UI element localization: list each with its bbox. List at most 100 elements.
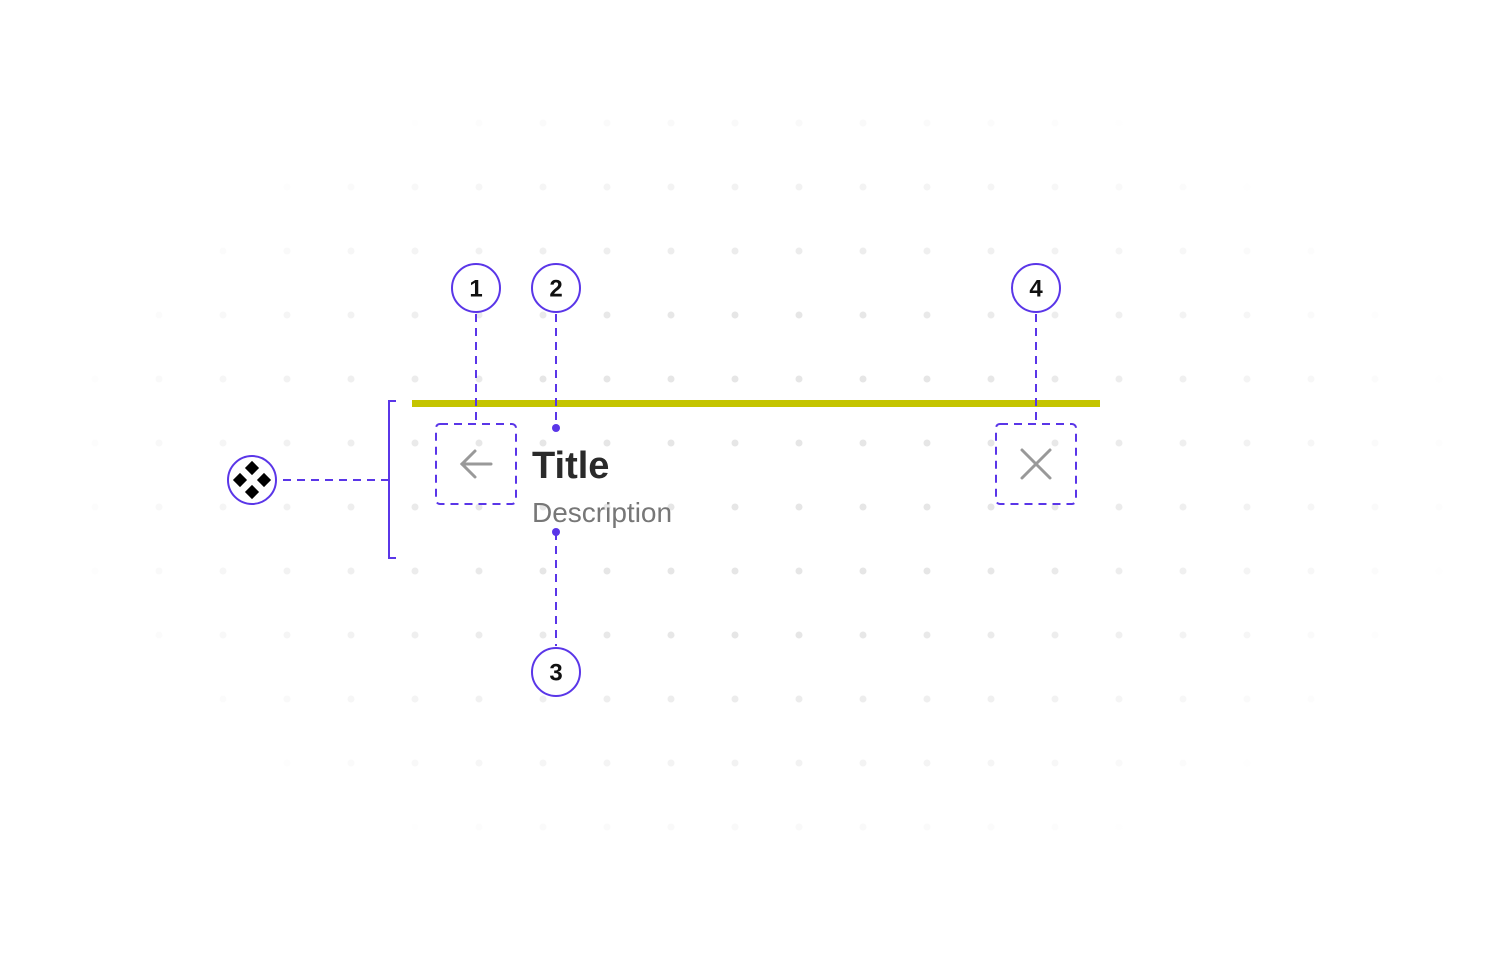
grid-dot [795,823,803,831]
grid-dot [91,567,99,575]
grid-dot [795,631,803,639]
grid-dot [667,823,675,831]
grid-dot [923,375,931,383]
grid-dot [1179,375,1187,383]
grid-dot [667,503,675,511]
grid-dot [1179,439,1187,447]
grid-dot [667,183,675,191]
grid-dot [1115,631,1123,639]
grid-dot [1371,567,1379,575]
grid-dot [923,119,931,127]
marker-2-dot [552,424,560,432]
grid-dot [731,759,739,767]
grid-dot [795,759,803,767]
grid-dot [1179,567,1187,575]
grid-dot [1243,567,1251,575]
grid-dot [1051,823,1059,831]
grid-dot [667,375,675,383]
close-icon[interactable] [1020,448,1052,480]
grid-dot [539,503,547,511]
grid-dot [347,183,355,191]
grid-dot [1179,631,1187,639]
grid-dot [923,183,931,191]
grid-dot [1179,311,1187,319]
grid-dot [1115,311,1123,319]
grid-dot [219,439,227,447]
grid-dot [539,183,547,191]
header-title: Title [532,445,609,487]
grid-dot [1307,311,1315,319]
grid-dot [731,375,739,383]
arrow-left-icon[interactable] [459,449,493,479]
svg-text:2: 2 [549,276,562,303]
grid-dot [1435,503,1443,511]
grid-dot [923,695,931,703]
grid-dot [795,503,803,511]
grid-dot [219,631,227,639]
grid-dot [1179,247,1187,255]
component-icon [232,460,272,500]
grid-dot [987,503,995,511]
grid-dot [539,311,547,319]
grid-dot [1307,247,1315,255]
grid-dot [603,183,611,191]
grid-dot [923,759,931,767]
grid-dot [411,503,419,511]
grid-dot [1371,311,1379,319]
grid-dot [475,823,483,831]
grid-dot [1116,824,1123,831]
grid-dot [987,375,995,383]
grid-dot [1243,247,1251,255]
grid-dot [1051,695,1059,703]
grid-dot [987,311,995,319]
dot-grid [91,119,1443,831]
grid-dot [411,759,419,767]
grid-dot [1243,311,1251,319]
grid-dot [923,631,931,639]
grid-dot [731,119,739,127]
grid-dot [283,439,291,447]
grid-dot [283,695,291,703]
grid-dot [923,823,931,831]
grid-dot [667,247,675,255]
grid-dot [923,567,931,575]
grid-dot [603,439,611,447]
grid-dot [1179,695,1187,703]
grid-dot [731,247,739,255]
component-marker [227,455,277,505]
grid-dot [1115,375,1123,383]
grid-dot [155,503,163,511]
grid-dot [91,503,99,511]
grid-dot [347,759,355,767]
grid-dot [987,631,995,639]
grid-dot [731,311,739,319]
grid-dot [1435,567,1443,575]
grid-dot [219,567,227,575]
grid-dot [1371,375,1379,383]
grid-dot [347,311,355,319]
grid-dot [859,695,867,703]
grid-dot [1307,375,1315,383]
grid-dot [1115,439,1123,447]
grid-dot [539,567,547,575]
grid-dot [347,567,355,575]
grid-dot [1243,183,1251,191]
grid-dot [1051,119,1059,127]
grid-dot [987,439,995,447]
grid-dot [347,631,355,639]
grid-dot [603,503,611,511]
grid-dot [475,503,483,511]
grid-dot [347,375,355,383]
grid-dot [987,567,995,575]
marker-3: 3 [531,647,581,697]
marker-2: 2 [531,263,581,313]
grid-dot [603,631,611,639]
grid-dot [603,375,611,383]
grid-dot [923,503,931,511]
grid-dot [1115,695,1123,703]
grid-dot [155,375,163,383]
grid-dot [859,439,867,447]
close-button-outline [995,423,1077,505]
grid-dot [859,183,867,191]
grid-dot [283,631,291,639]
